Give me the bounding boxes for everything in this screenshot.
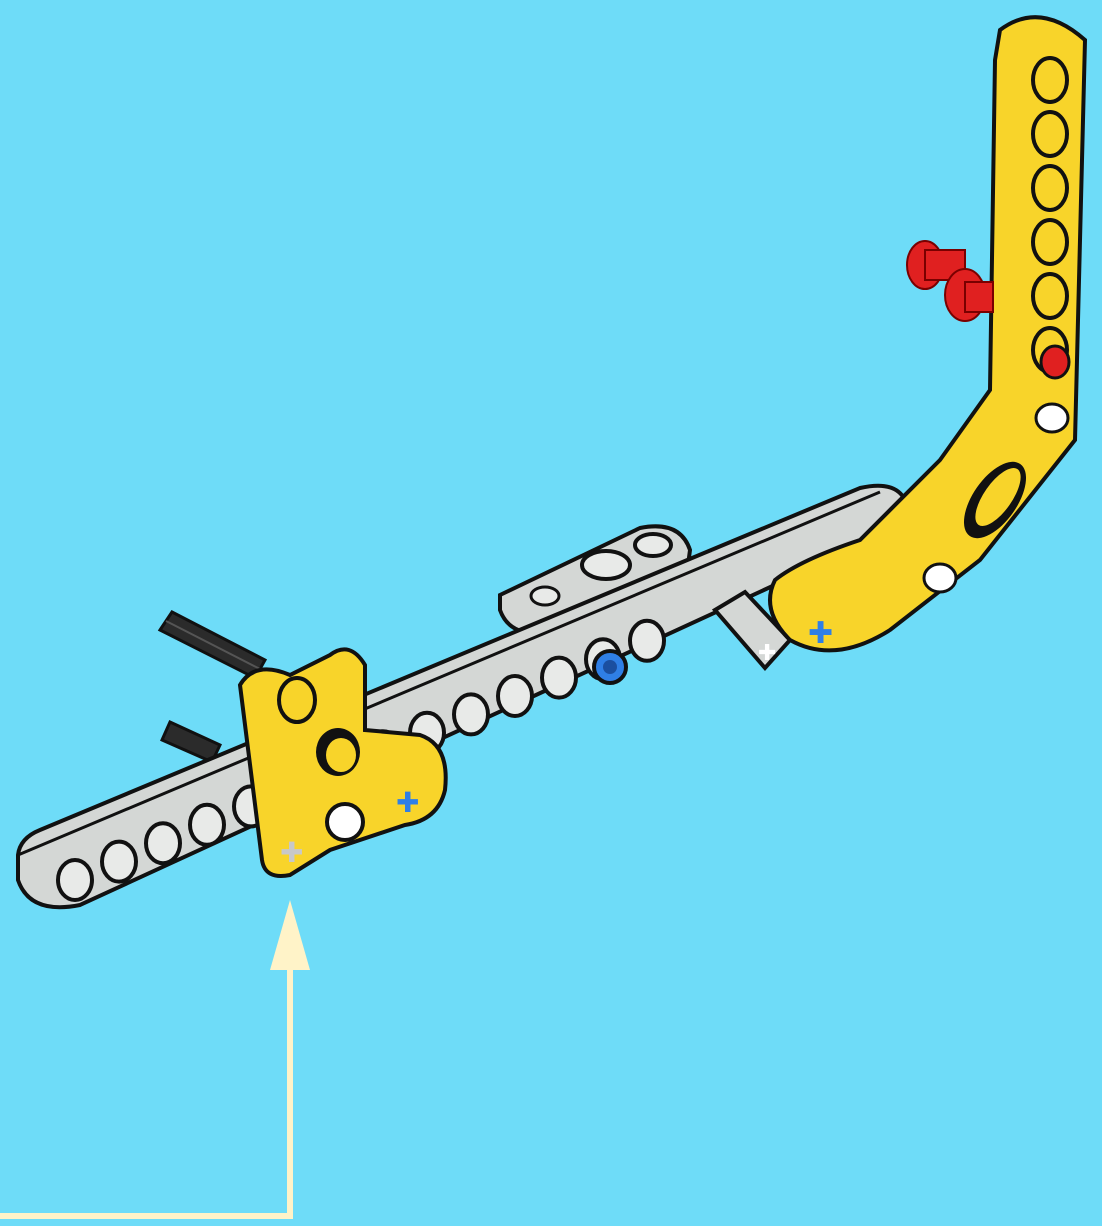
blue-cross-hole-icon: ✚ bbox=[808, 616, 833, 651]
blue-axle-pin bbox=[594, 651, 626, 683]
beam-hole bbox=[630, 621, 664, 661]
beam-hole bbox=[190, 805, 224, 845]
beam-hole bbox=[542, 658, 576, 698]
liftarm-hole bbox=[1033, 112, 1067, 156]
liftarm-hole bbox=[1033, 166, 1067, 210]
liftarm-hole bbox=[1033, 274, 1067, 318]
blue-cross-hole-icon: ✚ bbox=[396, 786, 419, 819]
liftarm-hole bbox=[1033, 220, 1067, 264]
liftarm-hole bbox=[1033, 58, 1067, 102]
beam-hole bbox=[498, 676, 532, 716]
beam-hole bbox=[58, 860, 92, 900]
beam-hole bbox=[146, 823, 180, 863]
beam-hole bbox=[102, 842, 136, 882]
gray-cross-hole-icon: ✚ bbox=[280, 836, 303, 869]
axle-cross-mark: ✚ bbox=[758, 641, 776, 666]
beam-hole bbox=[454, 694, 488, 734]
